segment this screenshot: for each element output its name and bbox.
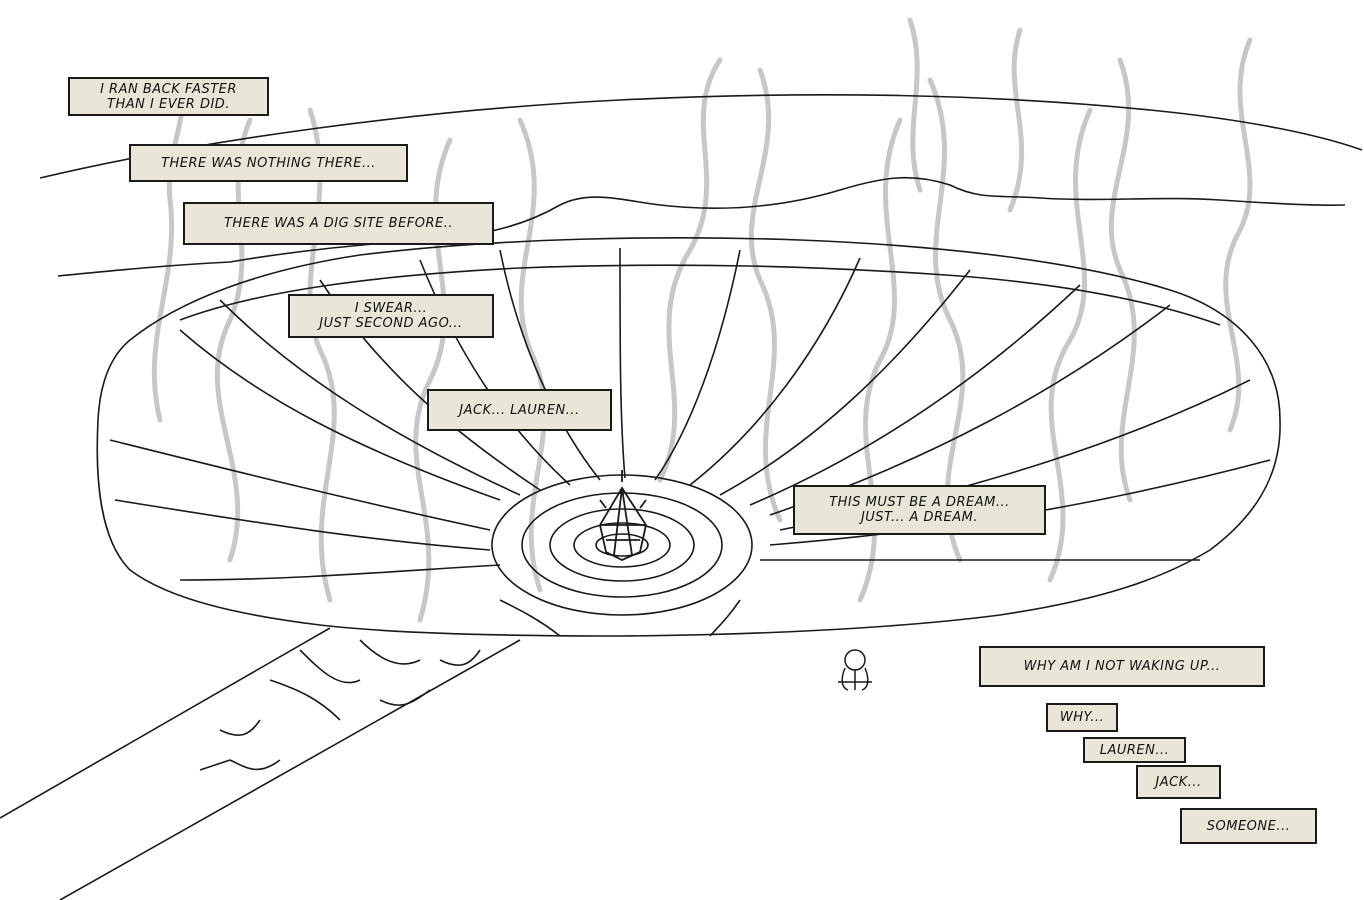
- caption-i-swear: I SWEAR... JUST SECOND AGO...: [288, 294, 494, 338]
- crater: [96, 237, 1281, 637]
- caption-nothing-there: THERE WAS NOTHING THERE...: [129, 144, 408, 182]
- small-figure: [838, 649, 872, 691]
- caption-someone: SOMEONE...: [1180, 808, 1317, 844]
- crystal: [599, 470, 647, 561]
- caption-not-waking: WHY AM I NOT WAKING UP...: [979, 646, 1265, 687]
- caption-jack-lauren: JACK... LAUREN...: [427, 389, 612, 431]
- road: [0, 627, 521, 900]
- caption-jack: JACK...: [1136, 765, 1221, 799]
- horizon-lines: [39, 94, 1363, 277]
- caption-ran-back: I RAN BACK FASTER THAN I EVER DID.: [68, 77, 269, 116]
- caption-lauren: LAUREN...: [1083, 737, 1186, 763]
- caption-dream: THIS MUST BE A DREAM... JUST... A DREAM.: [793, 485, 1046, 535]
- smoke-wisps: [151, 17, 1253, 623]
- caption-dig-site: THERE WAS A DIG SITE BEFORE..: [183, 202, 494, 245]
- caption-why: WHY...: [1046, 703, 1118, 732]
